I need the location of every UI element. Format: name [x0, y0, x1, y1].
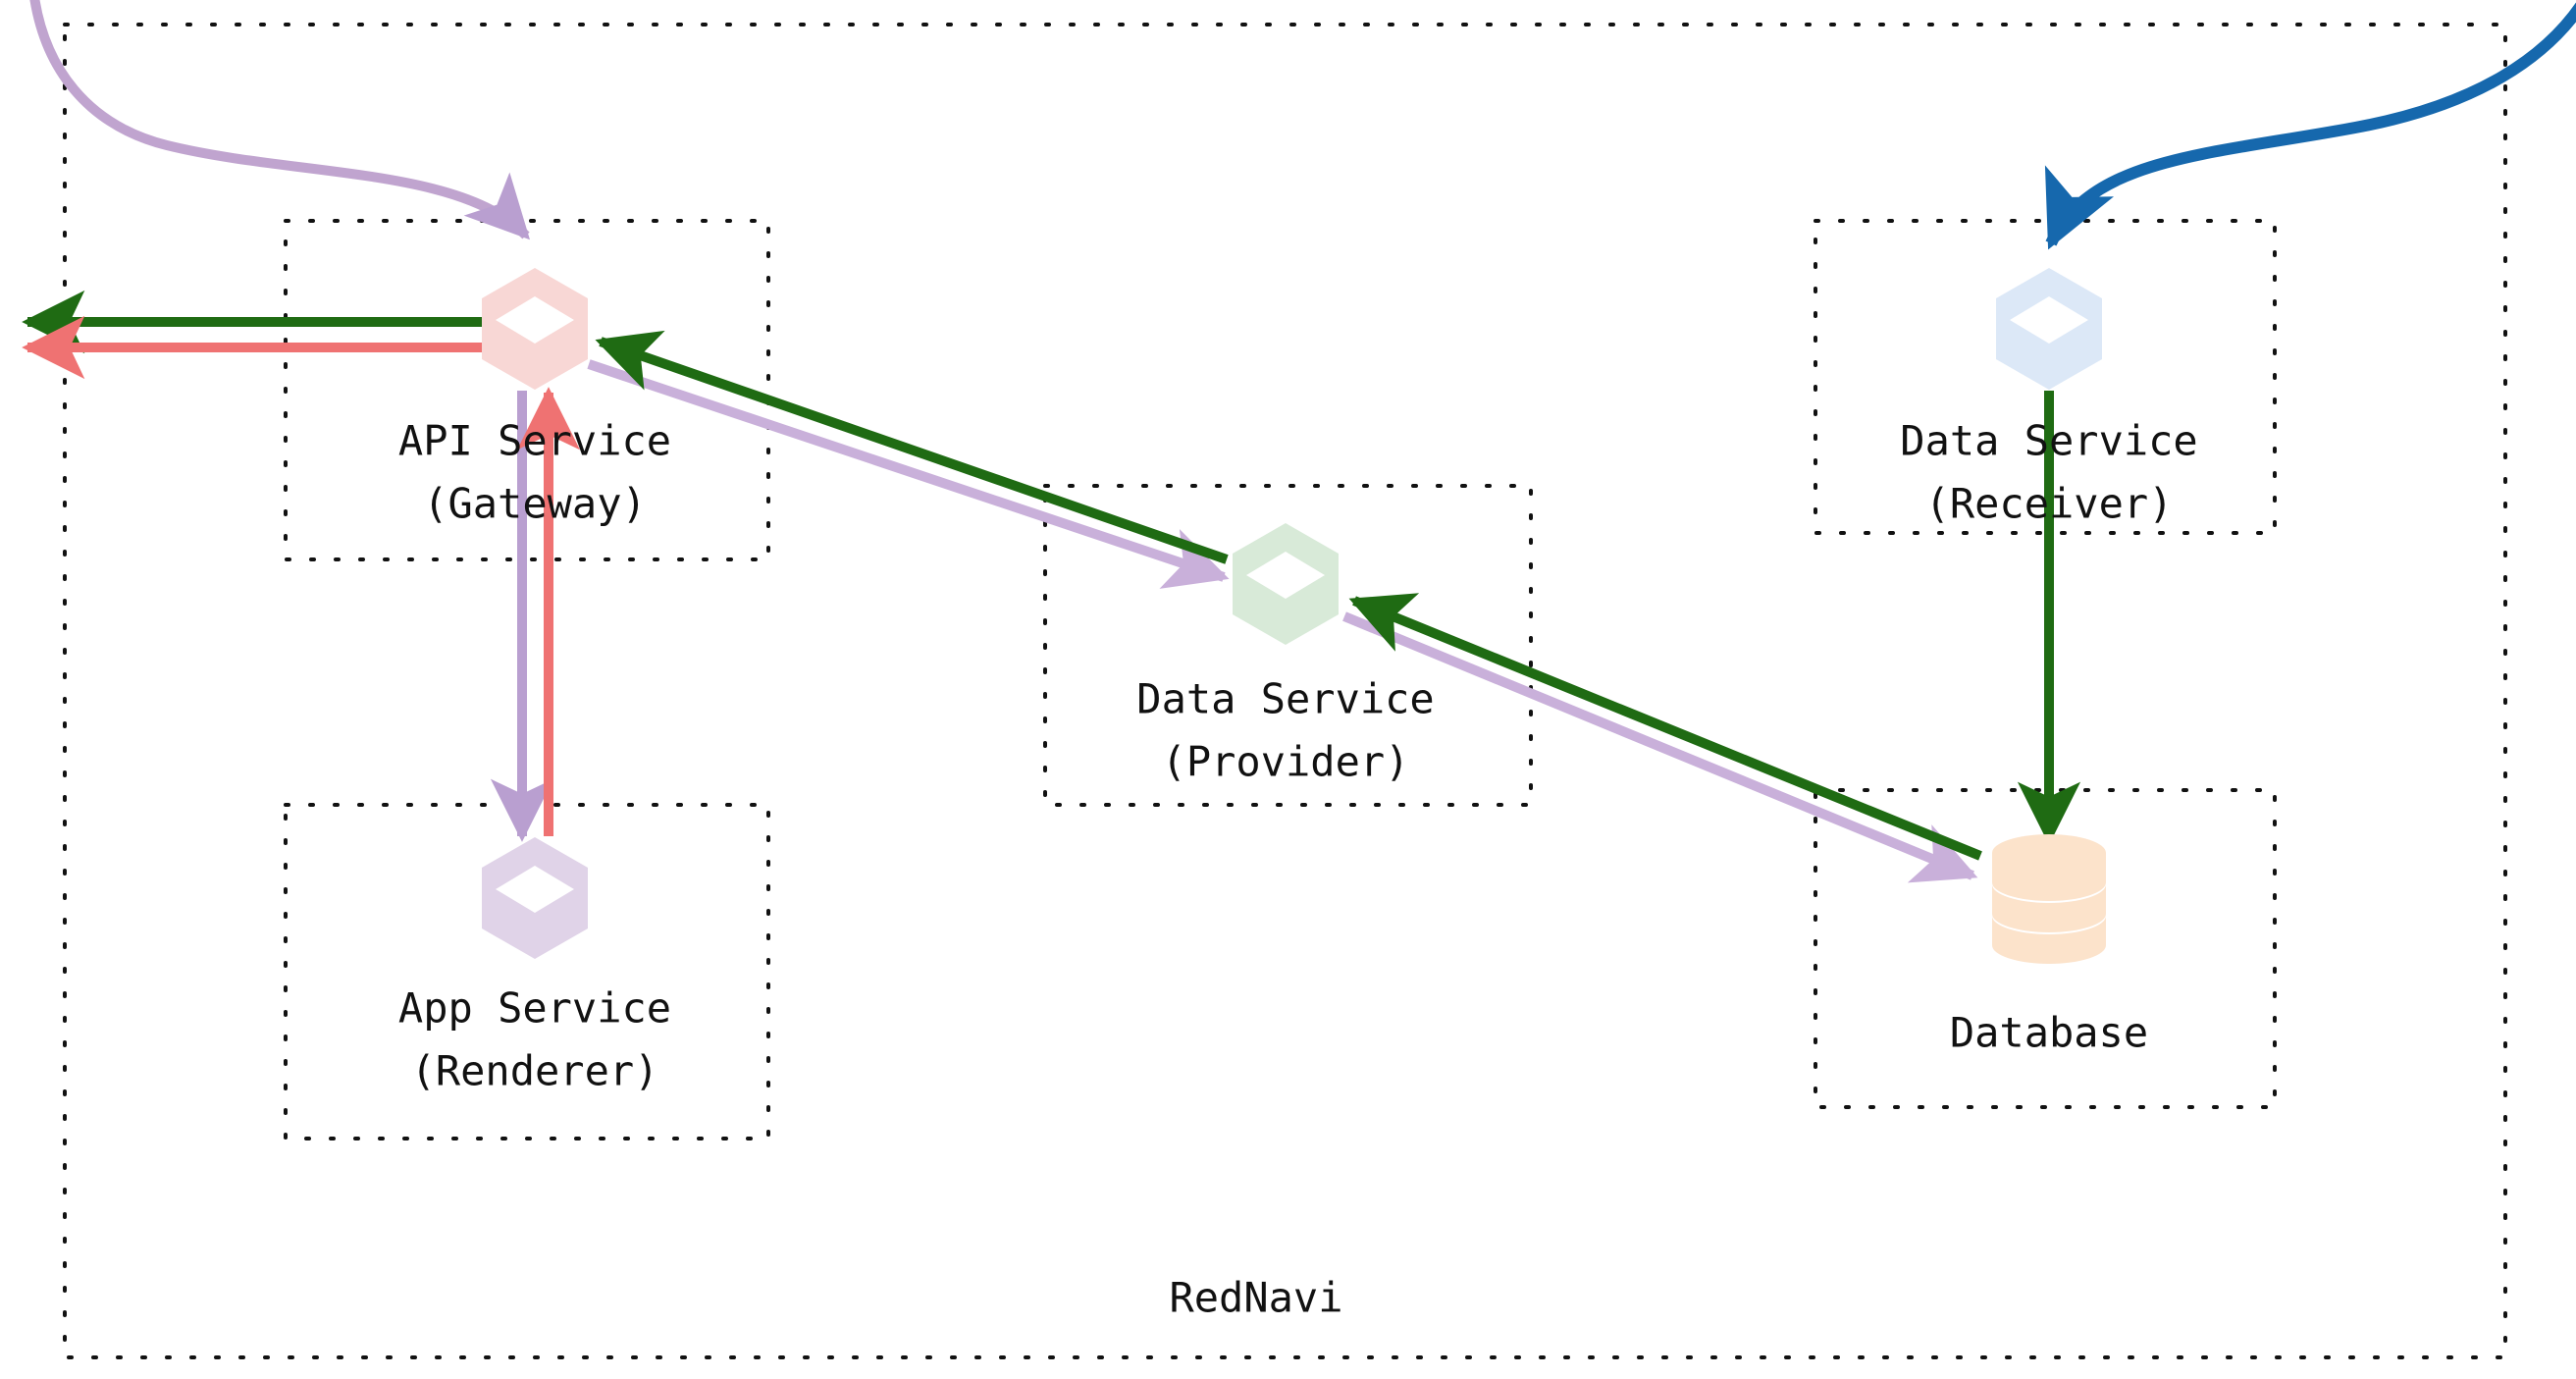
node-box-data-service-receiver[interactable] — [1814, 219, 2277, 535]
data-service-provider-label-line2: (Provider) — [1162, 738, 1410, 786]
node-box-data-service-provider[interactable] — [1043, 484, 1533, 807]
edge-api-service-to-data-service-provider — [587, 359, 1230, 589]
node-box-app-service[interactable] — [284, 803, 770, 1140]
database-node[interactable] — [1992, 834, 2106, 964]
hexagon-cube-icon — [1996, 268, 2102, 390]
api-service-node[interactable] — [482, 268, 588, 390]
hexagon-cube-icon — [1233, 523, 1339, 645]
edge-database-to-data-service-provider — [1348, 593, 1982, 861]
app-service-label-line1: App Service — [398, 984, 671, 1033]
app-service-label: App Service (Renderer) — [398, 984, 671, 1095]
cluster-label-rednavi: RedNavi — [1169, 1274, 1342, 1322]
hexagon-cube-icon — [482, 268, 588, 390]
database-label: Database — [1950, 1009, 2148, 1057]
data-service-receiver-label: Data Service (Receiver) — [1900, 417, 2197, 528]
api-service-label: API Service (Gateway) — [398, 417, 671, 528]
api-service-label-line2: (Gateway) — [423, 480, 647, 528]
data-service-provider-label: Data Service (Provider) — [1136, 675, 1434, 786]
database-label-line1: Database — [1950, 1009, 2148, 1057]
data-service-provider-node[interactable] — [1233, 523, 1339, 645]
edge-external-to-data-service-receiver — [2045, 2, 2576, 250]
edge-external-to-api-service — [29, 0, 531, 240]
app-service-label-line2: (Renderer) — [411, 1047, 659, 1095]
app-service-node[interactable] — [482, 837, 588, 959]
data-service-receiver-node[interactable] — [1996, 268, 2102, 390]
node-box-database[interactable] — [1814, 788, 2277, 1109]
data-service-receiver-label-line2: (Receiver) — [1925, 480, 2174, 528]
hexagon-cube-icon — [482, 837, 588, 959]
api-service-label-line1: API Service — [398, 417, 671, 465]
data-service-provider-label-line1: Data Service — [1136, 675, 1434, 723]
data-service-receiver-label-line1: Data Service — [1900, 417, 2197, 465]
node-box-api-service[interactable] — [284, 219, 770, 561]
database-cylinder-icon — [1992, 834, 2106, 964]
edge-data-service-provider-to-database — [1342, 611, 1978, 883]
edge-data-service-provider-to-api-service — [595, 330, 1229, 564]
